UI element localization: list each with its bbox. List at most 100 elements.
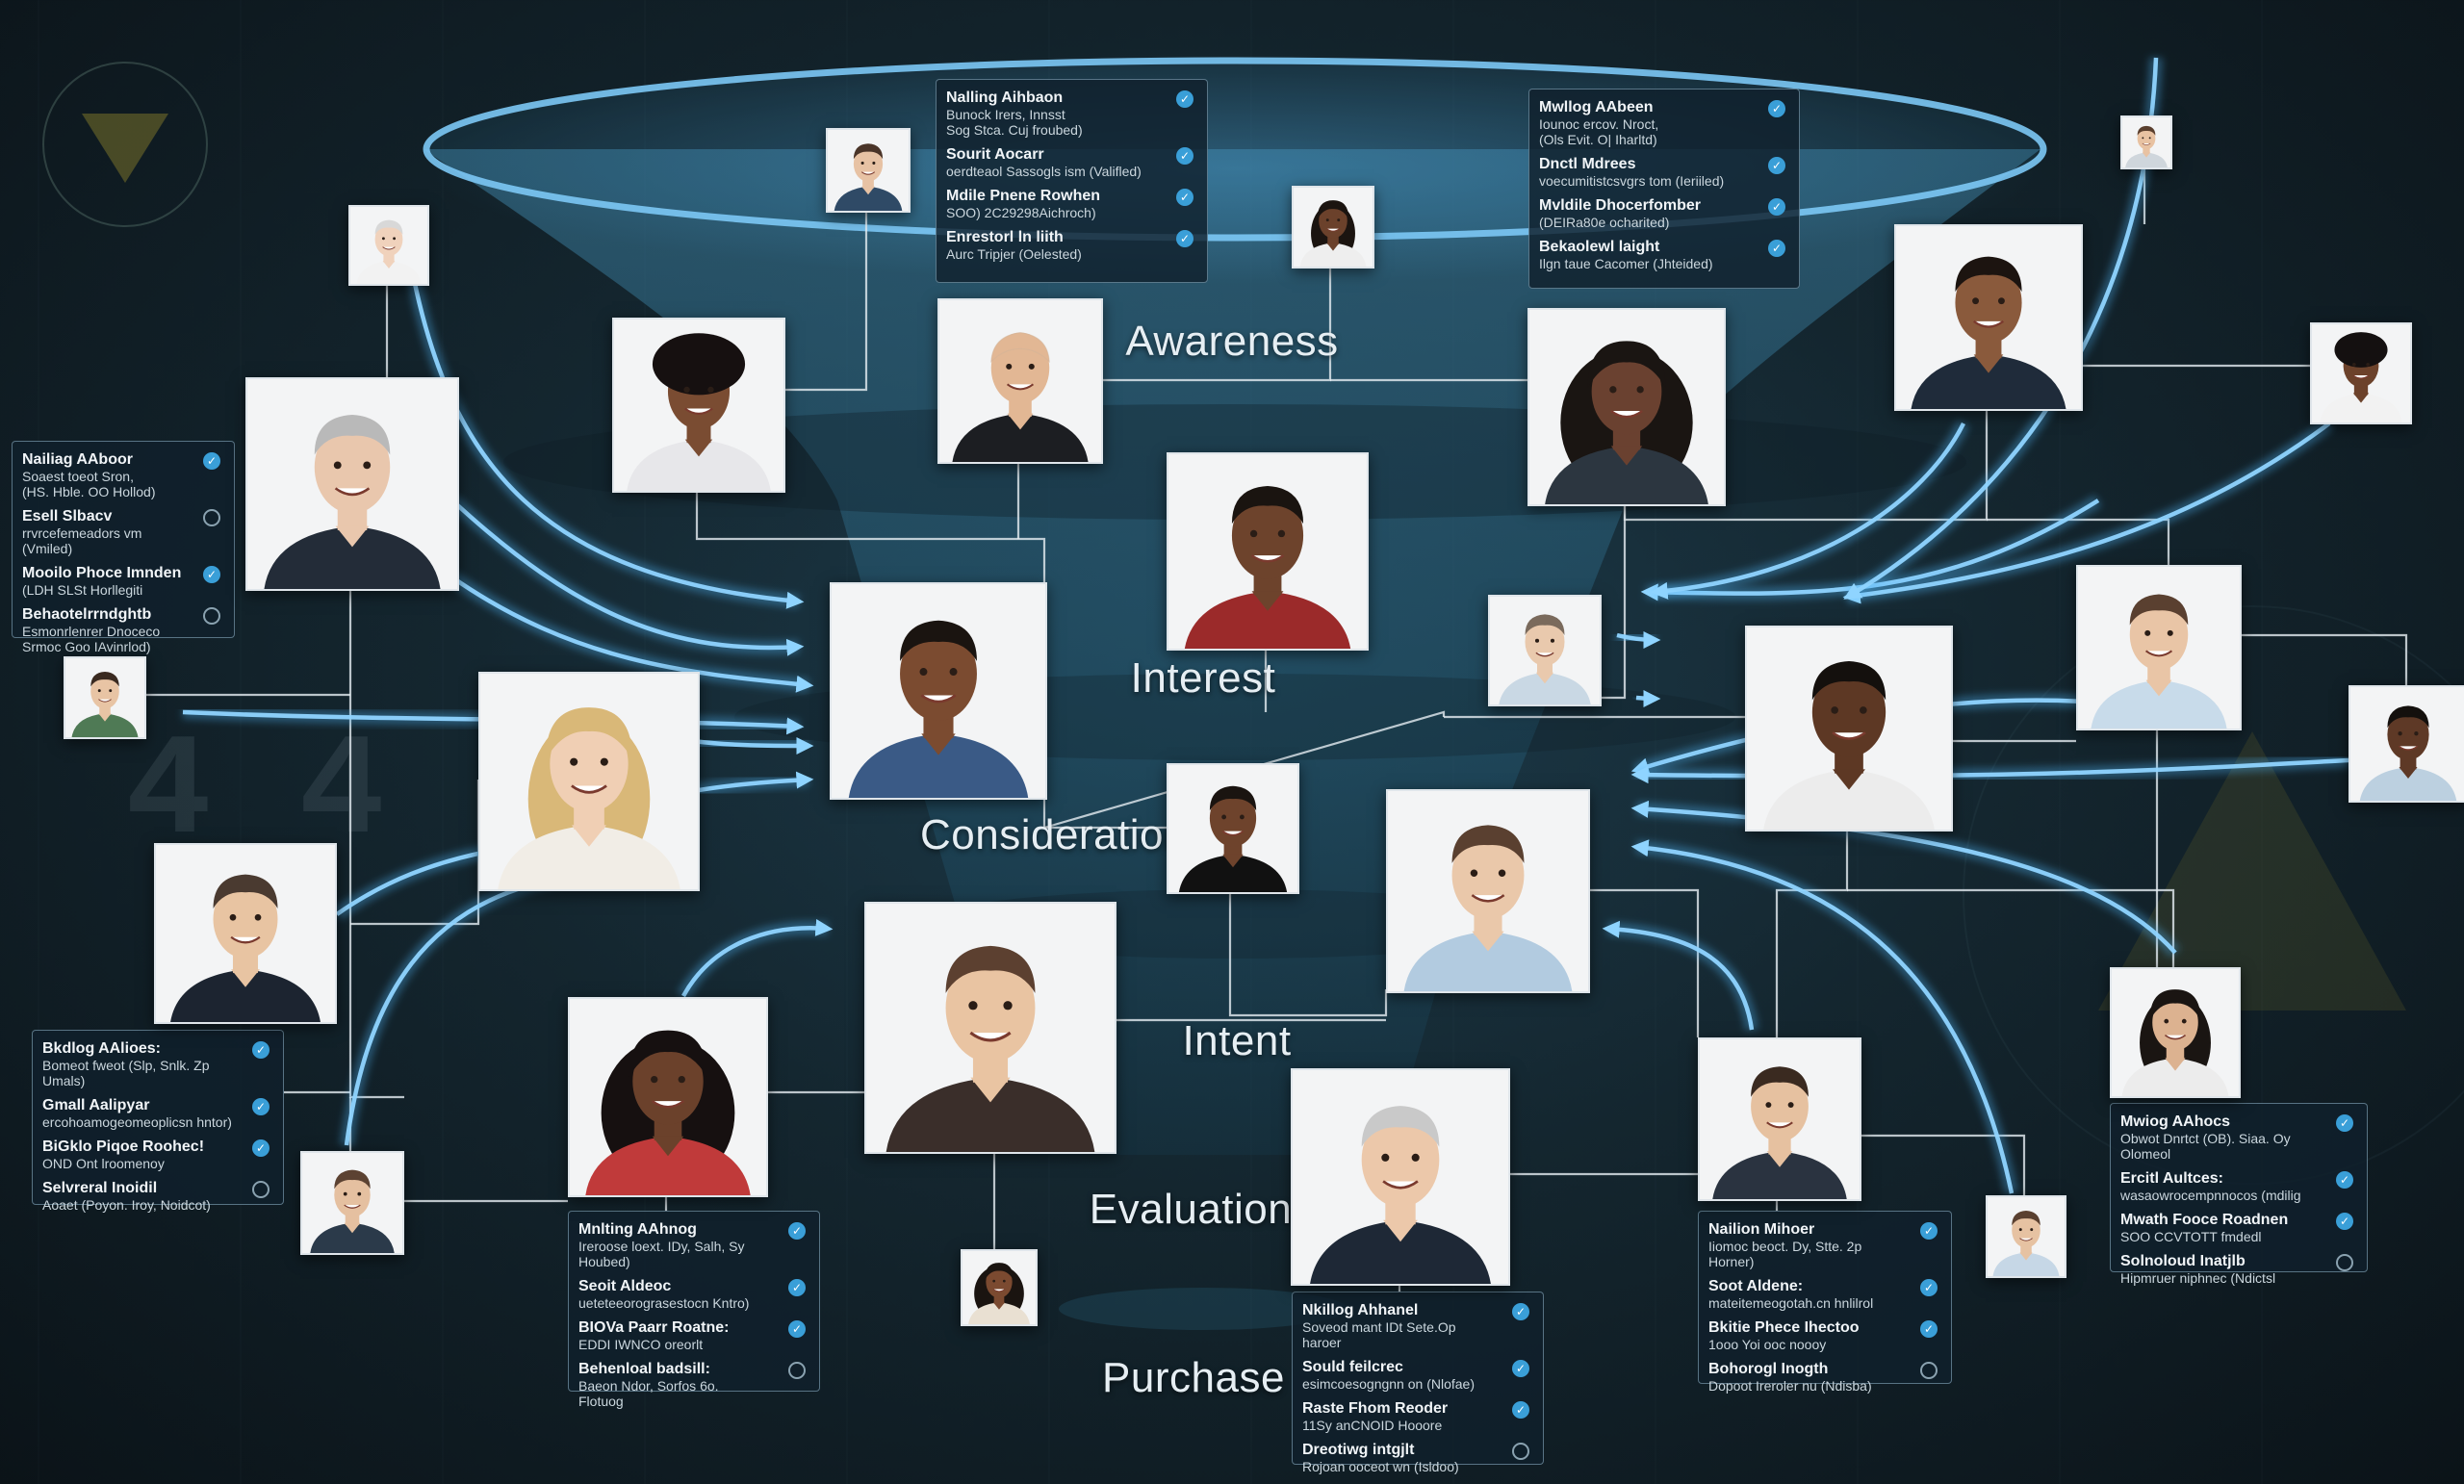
card-field-value: rrvrcefemeadors vm (Vmiled) [22, 525, 142, 556]
card-field-value: Ilgn taue Cacomer (Jhteided) [1539, 256, 1713, 271]
verified-check-icon: ✓ [203, 452, 220, 470]
verified-check-icon: ✓ [1768, 198, 1785, 216]
card-field-value: Aoaet (Poyon. Iroy, Noidcot) [42, 1197, 211, 1213]
customer-portrait [1292, 186, 1374, 269]
pending-circle-icon [1512, 1443, 1529, 1460]
card-field-title: Nailion Mihoer [1708, 1221, 1815, 1238]
portrait-art [1700, 1039, 1860, 1199]
card-field-value: Esmonrlenrer Dnoceco Srmoc Goo IAvinrlod… [22, 624, 161, 654]
verified-check-icon: ✓ [1768, 100, 1785, 117]
portrait-art [962, 1251, 1036, 1324]
portrait-art [828, 130, 909, 211]
customer-portrait [1698, 1037, 1861, 1201]
card-field-value: OND Ont lroomenoy [42, 1156, 165, 1171]
profile-card: Bkdlog AAlioes:Bomeot fweot (Slp, Snlk. … [32, 1030, 284, 1213]
card-field-value: Soveod mant IDt Sete.Op haroer [1302, 1319, 1456, 1350]
verified-check-icon: ✓ [252, 1139, 270, 1157]
verified-check-icon: ✓ [788, 1222, 806, 1240]
card-field-value: oerdteaol Sassogls ism (Valifled) [946, 164, 1142, 179]
card-field-value: SOO CCVTOTT fmdedl [2120, 1229, 2262, 1244]
stage-label-purchase: Purchase [1102, 1354, 1285, 1401]
card-field-title: Esell Slbacv [22, 508, 113, 525]
card-field-title: Mnlting AAhnog [578, 1221, 697, 1238]
customer-portrait [2120, 115, 2172, 169]
card-field-value: ercohoamogeomeoplicsn hntor) [42, 1114, 232, 1130]
card-field-title: Mdile Pnene Rowhen [946, 188, 1101, 204]
verified-check-icon: ✓ [1920, 1320, 1938, 1338]
pending-circle-icon [203, 509, 220, 526]
card-field-value: 11Sy anCNOID Hooore [1302, 1418, 1443, 1433]
portrait-art [1490, 597, 1600, 704]
portrait-art [1168, 765, 1297, 892]
card-field: BIOVa Paarr Roatne:EDDI IWNCO oreorlt✓ [578, 1319, 806, 1352]
customer-portrait [245, 377, 459, 591]
portrait-art [1747, 627, 1951, 830]
customer-portrait [1745, 626, 1953, 832]
customer-portrait [154, 843, 337, 1024]
portrait-art [832, 584, 1045, 798]
card-field-value: Iounoc ercov. Nroct, (Ols Evit. O| Iharl… [1539, 116, 1659, 147]
portrait-art [65, 658, 144, 737]
card-field-value: wasaowrocempnnocos (mdilig [2120, 1188, 2301, 1203]
tree-lines [144, 166, 2408, 1292]
pending-circle-icon [203, 607, 220, 625]
card-field-title: Sould feilcrec [1302, 1359, 1403, 1375]
card-field-value: (LDH SLSt Horllegiti [22, 582, 143, 598]
portrait-art [2350, 687, 2464, 801]
card-field: Mooilo Phoce Imnden(LDH SLSt Horllegiti✓ [22, 565, 220, 598]
customer-portrait [1986, 1195, 2066, 1278]
portrait-art [1529, 310, 1724, 504]
verified-check-icon: ✓ [1176, 189, 1194, 206]
card-field-title: Seoit Aldeoc [578, 1278, 672, 1294]
card-field-value: 1ooo Yoi ooc noooy [1708, 1337, 1827, 1352]
card-field-value: Hipmruer niphnec (Ndictsl [2120, 1270, 2276, 1286]
customer-portrait [1291, 1068, 1510, 1286]
verified-check-icon: ✓ [1920, 1222, 1938, 1240]
portrait-art [1293, 1070, 1508, 1284]
customer-portrait [64, 656, 146, 739]
card-field-title: Mvldile Dhocerfomber [1539, 197, 1702, 214]
portrait-art [1988, 1197, 2065, 1276]
card-field-value: (DEIRa80e ocharited) [1539, 215, 1670, 230]
card-field-value: Ireroose loext. IDy, Salh, Sy Houbed) [578, 1239, 745, 1269]
card-field-title: Solnoloud Inatjlb [2120, 1253, 2246, 1269]
card-field: Soot Aldene:mateitemeogotah.cn hnlilrol✓ [1708, 1278, 1938, 1311]
customer-portrait [478, 672, 700, 891]
card-field-value: esimcoesogngnn on (Nlofae) [1302, 1376, 1475, 1392]
card-field: BiGklo Piqoe Roohec!OND Ont lroomenoy✓ [42, 1139, 270, 1171]
portrait-art [1168, 454, 1367, 649]
card-field-value: Iiomoc beoct. Dy, Stte. 2p Horner) [1708, 1239, 1862, 1269]
card-field-title: Nkillog Ahhanel [1302, 1302, 1419, 1318]
card-field-title: Ercitl Aultces: [2120, 1170, 2223, 1187]
card-field-value: Baeon Ndor, Sorfos 6o. Flotuog [578, 1378, 719, 1409]
card-field-title: Bekaolewl laight [1539, 239, 1660, 255]
verified-check-icon: ✓ [203, 566, 220, 583]
card-field-title: Sourit Aocarr [946, 146, 1044, 163]
customer-portrait [937, 298, 1103, 464]
card-field-title: Mwllog AAbeen [1539, 99, 1654, 115]
portrait-art [614, 320, 783, 491]
card-field-title: Nailiag AAboor [22, 451, 133, 468]
pending-circle-icon [252, 1181, 270, 1198]
portrait-art [939, 300, 1101, 462]
customer-portrait [1386, 789, 1590, 993]
card-field-value: voecumitistcsvgrs tom (Ieriiled) [1539, 173, 1725, 189]
card-field-title: Nalling Aihbaon [946, 90, 1064, 106]
card-field: Mvldile Dhocerfomber(DEIRa80e ocharited)… [1539, 197, 1785, 230]
verified-check-icon: ✓ [1176, 147, 1194, 165]
verified-check-icon: ✓ [1768, 240, 1785, 257]
customer-portrait [826, 128, 911, 213]
verified-check-icon: ✓ [1512, 1401, 1529, 1419]
